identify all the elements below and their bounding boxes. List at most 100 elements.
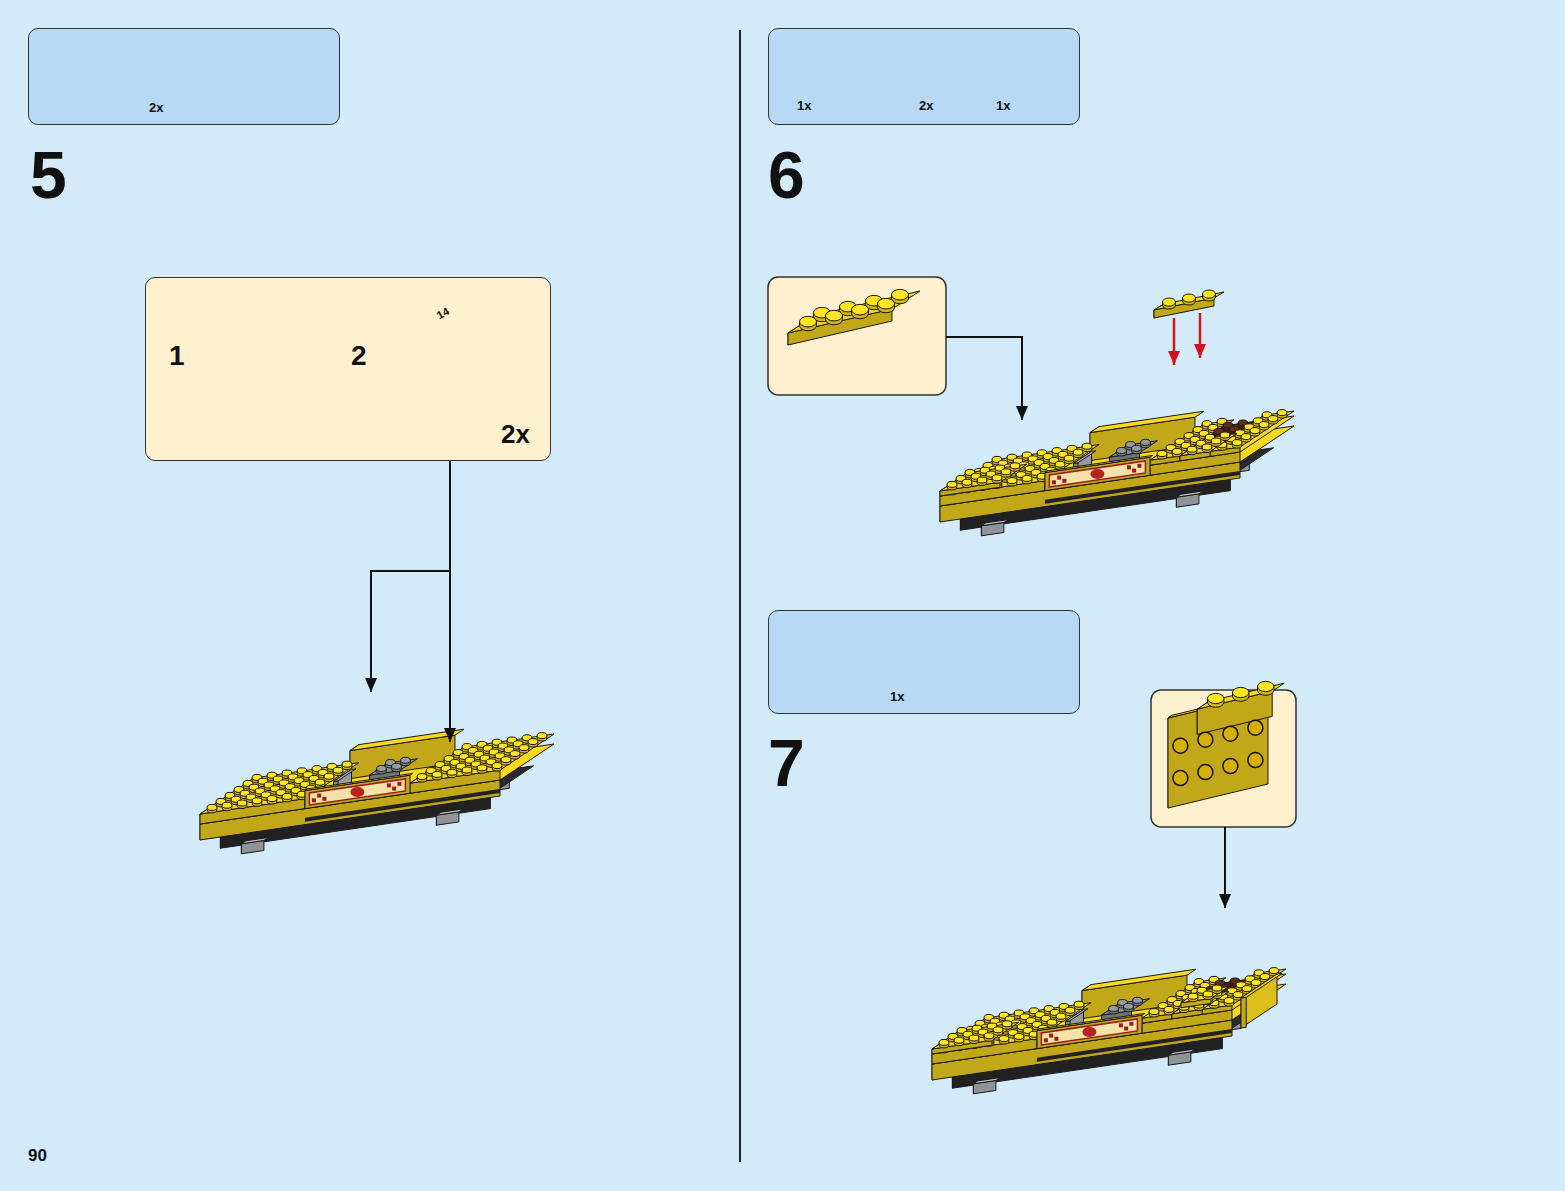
- stud: [984, 1033, 994, 1042]
- stud: [342, 761, 352, 770]
- brick-face: [932, 1039, 1037, 1064]
- brick-face: [788, 309, 892, 345]
- assembly-arrow: [946, 337, 1022, 420]
- checker: [1124, 1027, 1128, 1031]
- page-divider: [739, 30, 741, 1162]
- stud: [877, 298, 894, 312]
- brick-face: [1090, 411, 1204, 432]
- sub-step-number: 2: [351, 342, 367, 370]
- stud: [252, 798, 262, 807]
- stud: [1182, 294, 1195, 305]
- stud: [1007, 478, 1017, 487]
- sub-assembly-box: [1151, 690, 1296, 827]
- brick-face: [973, 1078, 1000, 1084]
- stud: [1259, 422, 1269, 430]
- stud: [1232, 687, 1248, 701]
- stud: [1109, 1005, 1119, 1014]
- stud: [825, 310, 842, 324]
- parts-list-box: 1x: [768, 610, 1080, 714]
- checker: [1127, 465, 1131, 469]
- stud: [537, 733, 547, 742]
- side-stud: [1248, 720, 1263, 735]
- stud: [1064, 455, 1074, 464]
- stud: [1232, 440, 1242, 449]
- stud: [1162, 298, 1175, 309]
- side-stud: [1223, 726, 1238, 741]
- stud: [1073, 449, 1083, 458]
- stud: [1065, 1007, 1075, 1016]
- stud: [799, 316, 816, 330]
- brick-face: [1150, 416, 1294, 465]
- stud: [417, 774, 427, 783]
- stud: [947, 481, 957, 490]
- stud: [1010, 463, 1020, 472]
- brick-face: [241, 838, 268, 844]
- brick-face: [1168, 1049, 1195, 1055]
- checker: [387, 783, 391, 787]
- stud: [1241, 434, 1251, 443]
- stud: [282, 793, 292, 802]
- sticker: [1041, 1019, 1137, 1045]
- sticker-emblem: [1082, 1027, 1096, 1037]
- stud: [939, 1039, 949, 1048]
- stud: [401, 757, 411, 766]
- brick-face: [1037, 1015, 1142, 1048]
- stud: [324, 773, 334, 782]
- brick-face: [940, 481, 1045, 506]
- checker: [1054, 1037, 1058, 1041]
- checker: [1057, 476, 1061, 480]
- arrow-head: [1219, 894, 1231, 908]
- stud: [1277, 410, 1287, 419]
- checker: [317, 794, 321, 798]
- side-stud: [1198, 732, 1213, 747]
- stud: [1117, 447, 1127, 456]
- arrow-head: [444, 728, 456, 742]
- stud: [1124, 1003, 1134, 1012]
- stud: [1207, 693, 1223, 707]
- brick-face: [410, 734, 554, 783]
- brick-face: [1045, 457, 1150, 490]
- sub-step-number: 1: [169, 342, 185, 370]
- stud: [432, 771, 442, 780]
- side-stud: [1198, 765, 1213, 780]
- stud: [999, 1036, 1009, 1045]
- stud: [333, 767, 343, 776]
- parts-list-box: 1x2x1x: [768, 28, 1080, 125]
- stud: [519, 745, 529, 754]
- part-count: 1x: [890, 690, 904, 703]
- stud: [969, 1035, 979, 1044]
- side-stud: [1223, 759, 1238, 774]
- sticker: [1049, 461, 1145, 487]
- assembly-arrow: [371, 571, 450, 692]
- stud: [1224, 998, 1234, 1007]
- sticker-emblem: [1090, 469, 1104, 479]
- step-number: 5: [30, 142, 67, 208]
- stud: [977, 477, 987, 486]
- checker: [1119, 1023, 1123, 1027]
- checker: [392, 787, 396, 791]
- brick-face: [1176, 491, 1203, 497]
- checker: [1132, 469, 1136, 473]
- checker: [1062, 479, 1066, 483]
- stud: [1202, 444, 1212, 453]
- stud: [222, 802, 232, 811]
- sticker-emblem: [350, 787, 364, 797]
- stud: [1001, 469, 1011, 478]
- checker: [312, 798, 316, 802]
- stud: [1014, 1033, 1024, 1042]
- brick-face: [1082, 969, 1196, 990]
- stud: [462, 767, 472, 776]
- stud: [377, 765, 387, 774]
- stud: [993, 1027, 1003, 1036]
- stud: [1250, 428, 1260, 437]
- stud: [528, 739, 538, 748]
- stud: [492, 763, 502, 772]
- sticker: [309, 779, 405, 805]
- side-stud: [1173, 738, 1188, 753]
- stud: [501, 757, 511, 766]
- checker: [1052, 480, 1056, 484]
- stud: [1257, 681, 1273, 695]
- part-count: 2x: [149, 101, 163, 114]
- stud: [1002, 1021, 1012, 1030]
- stud: [851, 304, 868, 318]
